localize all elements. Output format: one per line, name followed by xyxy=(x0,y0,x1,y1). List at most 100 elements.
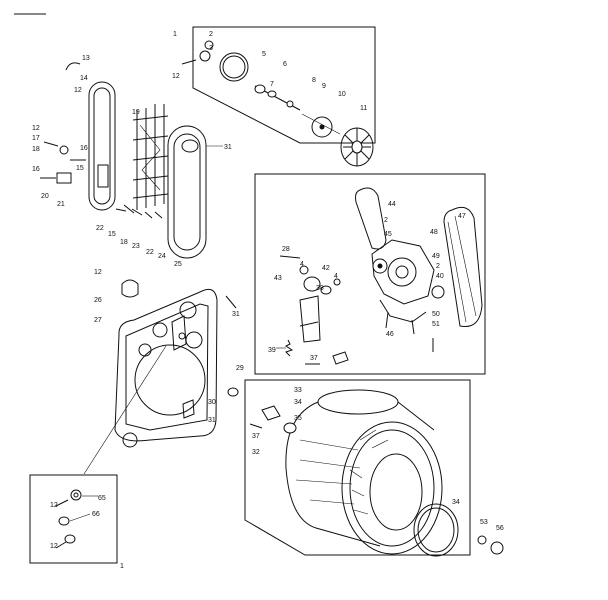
callout-12-c: 12 xyxy=(32,125,40,132)
blower-group xyxy=(181,26,376,167)
switch-part xyxy=(56,172,72,184)
callout-13: 13 xyxy=(82,55,90,62)
callout-31-top: 31 xyxy=(224,144,232,151)
callout-38: 38 xyxy=(316,285,324,292)
callout-20: 20 xyxy=(41,193,49,200)
drum-part xyxy=(285,389,443,555)
motor-part xyxy=(371,239,435,305)
callout-23: 23 xyxy=(132,243,140,250)
blower-disc-part xyxy=(311,116,333,138)
callout-32: 32 xyxy=(252,449,260,456)
cap-part xyxy=(58,516,70,526)
nut-part xyxy=(199,50,211,62)
callout-8: 8 xyxy=(312,77,316,84)
callout-37: 37 xyxy=(310,355,318,362)
callout-47: 47 xyxy=(458,213,466,220)
bulkhead-group xyxy=(83,279,239,475)
callout-34-b: 34 xyxy=(452,499,460,506)
callout-66: 66 xyxy=(92,511,100,518)
callout-2: 2 xyxy=(209,31,213,38)
callouts: 1 2 3 5 6 7 8 9 10 11 12 13 14 12 12 17 … xyxy=(32,31,504,570)
callout-44: 44 xyxy=(388,201,396,208)
grommet-part xyxy=(59,145,69,155)
callout-16: 16 xyxy=(80,145,88,152)
callout-11: 11 xyxy=(360,105,367,112)
callout-42: 42 xyxy=(322,265,330,272)
callout-3: 3 xyxy=(209,45,213,52)
callout-40: 40 xyxy=(436,273,444,280)
roller-bracket-part xyxy=(261,405,281,421)
callout-37-b: 37 xyxy=(252,433,260,440)
grommet-part xyxy=(70,489,82,501)
callout-18: 18 xyxy=(32,146,40,153)
inset-frame xyxy=(29,474,118,564)
motor-mount-part xyxy=(379,299,427,335)
callout-25: 25 xyxy=(174,261,182,268)
callout-30: 30 xyxy=(208,399,216,406)
drum-group xyxy=(244,379,504,557)
callout-19: 19 xyxy=(132,109,140,116)
blower-wheel-part xyxy=(340,127,374,167)
callout-21: 21 xyxy=(57,201,65,208)
front-belt-group xyxy=(40,62,223,259)
blower-group-frame xyxy=(192,26,376,144)
washer-part xyxy=(477,535,487,545)
callout-28: 28 xyxy=(282,246,290,253)
drum-group-frame xyxy=(244,379,471,556)
callout-31-b: 31 xyxy=(232,311,240,318)
callout-33: 33 xyxy=(294,387,302,394)
callout-65: 65 xyxy=(98,495,106,502)
callout-12-inset-a: 12 xyxy=(50,502,58,509)
callout-48: 48 xyxy=(430,229,438,236)
callout-22-b: 22 xyxy=(146,249,154,256)
callout-26: 26 xyxy=(94,297,102,304)
callout-29: 29 xyxy=(236,365,244,372)
callout-35: 35 xyxy=(294,415,302,422)
callout-2-b: 2 xyxy=(436,263,440,270)
callout-22-a: 22 xyxy=(96,225,104,232)
callout-15: 15 xyxy=(76,165,84,172)
callout-5: 5 xyxy=(262,51,266,58)
blower-seal-part xyxy=(219,52,249,82)
callout-1-inset: 1 xyxy=(120,563,124,570)
callout-24: 24 xyxy=(158,253,166,260)
callout-6: 6 xyxy=(283,61,287,68)
wire-part xyxy=(65,62,81,71)
motor-group-frame xyxy=(254,173,486,375)
drum-belt-part xyxy=(443,206,483,328)
rear-bulkhead-part xyxy=(114,288,218,442)
callout-50: 50 xyxy=(432,311,440,318)
roller-part xyxy=(490,541,504,555)
callout-31-c: 31 xyxy=(208,417,216,424)
pulley-part xyxy=(431,285,445,299)
callout-12-d: 12 xyxy=(94,269,102,276)
panel-strip-part xyxy=(88,81,116,211)
callout-53: 53 xyxy=(480,519,488,526)
callout-34: 34 xyxy=(294,399,302,406)
harness-part xyxy=(132,104,169,210)
drive-belt-part xyxy=(355,187,387,250)
callout-16-b: 16 xyxy=(32,166,40,173)
idler-bracket-part xyxy=(299,295,321,343)
callout-12-top: 12 xyxy=(172,73,180,80)
bearing-clip-part xyxy=(227,387,239,397)
callout-46: 46 xyxy=(386,331,394,338)
motor-group xyxy=(254,173,486,375)
callout-43: 43 xyxy=(274,275,282,282)
idler-pulley-part xyxy=(303,276,321,292)
callout-9: 9 xyxy=(322,83,326,90)
drum-seal-part xyxy=(413,503,459,557)
callout-7: 7 xyxy=(270,81,274,88)
callout-56: 56 xyxy=(496,525,504,532)
callout-39: 39 xyxy=(268,347,276,354)
callout-27: 27 xyxy=(94,317,102,324)
callout-18-b: 18 xyxy=(120,239,128,246)
callout-49: 49 xyxy=(432,253,440,260)
callout-17: 17 xyxy=(32,135,40,142)
callout-51: 51 xyxy=(432,321,440,328)
bearing-part xyxy=(254,84,266,94)
callout-12-b: 12 xyxy=(74,87,82,94)
callout-12-inset-b: 12 xyxy=(50,543,58,550)
spring-part xyxy=(285,339,294,357)
